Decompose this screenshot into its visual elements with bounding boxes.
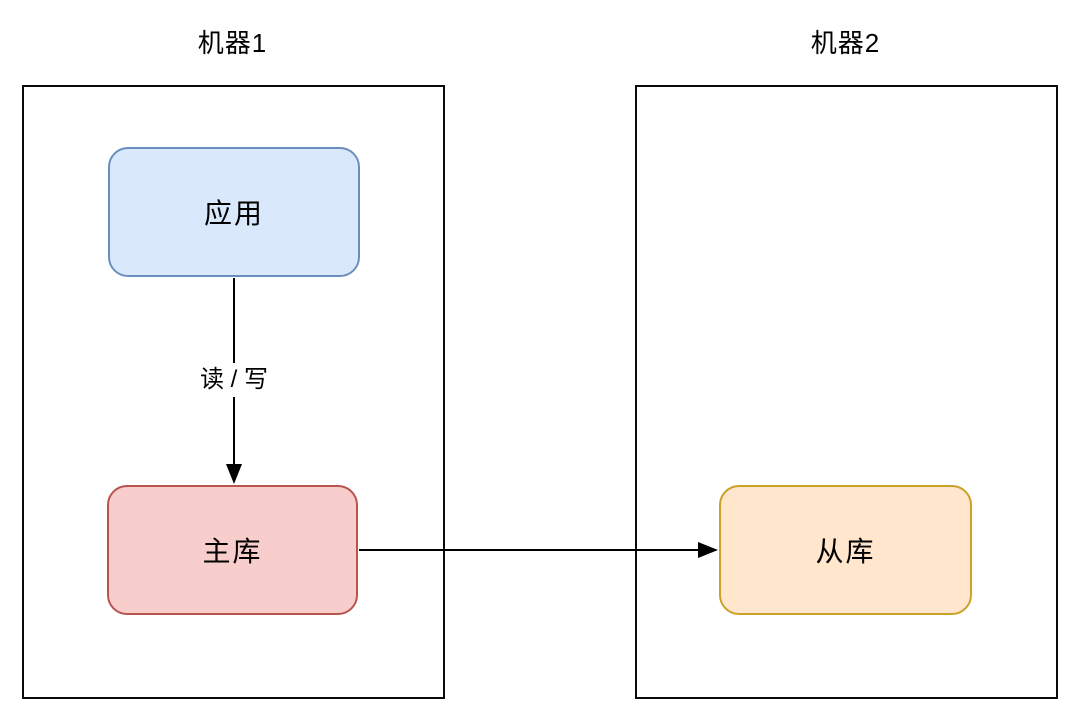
app-node: 应用	[108, 147, 360, 277]
machine1-title: 机器1	[197, 28, 268, 58]
master-db-node-label: 主库	[202, 536, 263, 567]
app-node-label: 应用	[203, 198, 264, 229]
replica-db-node: 从库	[719, 485, 972, 615]
read-write-edge-label: 读 / 写	[182, 363, 286, 397]
machine2-title: 机器2	[810, 28, 881, 58]
replica-db-node-label: 从库	[815, 536, 876, 567]
master-db-node: 主库	[107, 485, 358, 615]
